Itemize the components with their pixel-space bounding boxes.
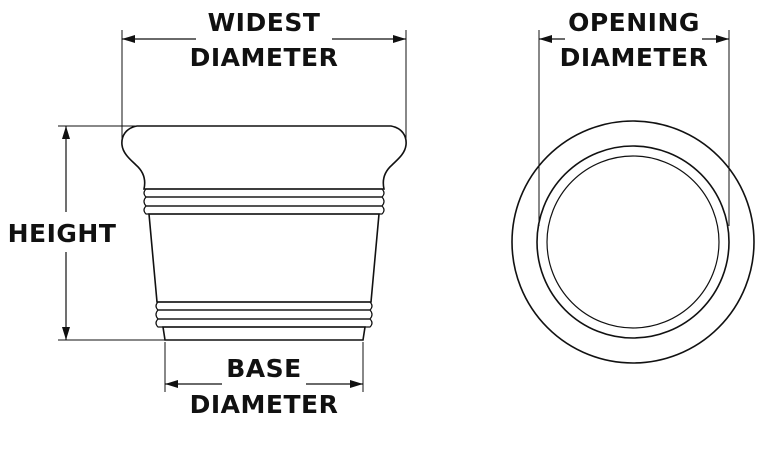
widest-diameter-dimension: WIDEST DIAMETER xyxy=(121,8,407,146)
top-view xyxy=(511,120,755,364)
opening-diameter-dimension: OPENING DIAMETER xyxy=(538,8,730,226)
opening-arrow-left xyxy=(539,35,552,43)
opening-label-line2: DIAMETER xyxy=(560,43,709,72)
lower-band-2 xyxy=(155,309,373,320)
lower-band-1 xyxy=(155,301,373,311)
height-dimension: HEIGHT xyxy=(8,125,165,341)
upper-band-1 xyxy=(143,188,385,198)
opening-circle xyxy=(536,145,730,339)
planter-base xyxy=(162,326,366,341)
opening-label-line1: OPENING xyxy=(568,8,700,37)
base-arrow-left xyxy=(165,380,178,388)
planter-rim xyxy=(121,125,407,190)
inner-circle xyxy=(546,155,720,329)
planter-body xyxy=(148,213,380,303)
opening-arrow-right xyxy=(716,35,729,43)
base-label-line2: DIAMETER xyxy=(190,390,339,419)
base-diameter-dimension: BASE DIAMETER xyxy=(164,342,364,419)
outer-rim-circle xyxy=(511,120,755,364)
upper-band-3 xyxy=(143,205,385,215)
widest-label-line2: DIAMETER xyxy=(190,43,339,72)
upper-band-2 xyxy=(143,196,385,207)
height-arrow-bottom xyxy=(62,327,70,340)
height-label: HEIGHT xyxy=(8,219,117,248)
widest-label-line1: WIDEST xyxy=(208,8,321,37)
base-label-line1: BASE xyxy=(226,354,302,383)
widest-arrow-left xyxy=(122,35,135,43)
lower-band-3 xyxy=(155,318,373,328)
height-arrow-top xyxy=(62,126,70,139)
base-arrow-right xyxy=(350,380,363,388)
side-view xyxy=(121,125,407,341)
widest-arrow-right xyxy=(393,35,406,43)
